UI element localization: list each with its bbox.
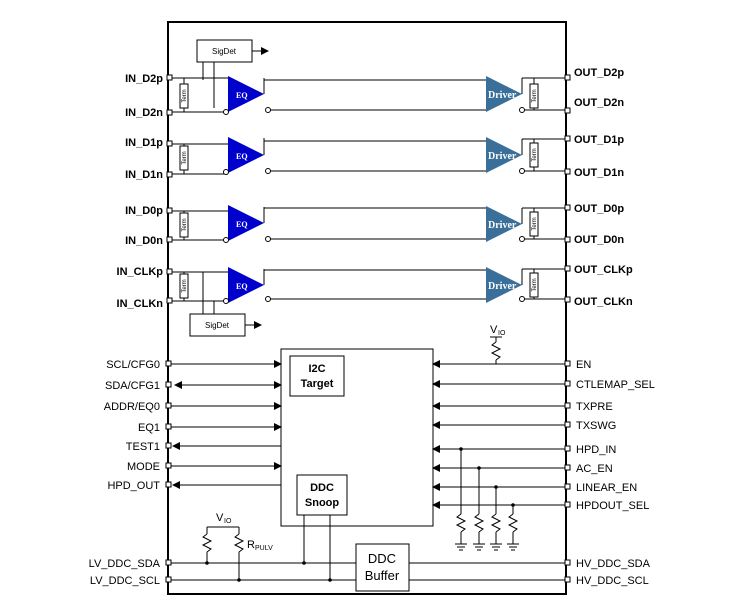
svg-text:Driver: Driver <box>488 281 517 292</box>
svg-text:Driver: Driver <box>488 90 517 101</box>
pin-in-d0n: IN_D0n <box>125 235 163 247</box>
svg-text:Driver: Driver <box>488 220 517 231</box>
svg-text:Term: Term <box>182 218 188 231</box>
ddc-buffer-label-1: DDC <box>368 551 396 566</box>
svg-text:V: V <box>490 324 498 336</box>
pin-out-clkn: OUT_CLKn <box>574 296 633 308</box>
pin-lv-ddc-scl: LV_DDC_SCL <box>90 575 160 587</box>
svg-text:EQ: EQ <box>236 220 248 229</box>
snoop-label-2: Snoop <box>305 497 339 509</box>
eq-amplifier-d1 <box>228 137 264 173</box>
lane-d2: Term EQ Driver Term <box>166 74 571 116</box>
svg-text:Term: Term <box>532 148 538 161</box>
svg-text:EQ: EQ <box>236 282 248 291</box>
sigdet-label-top: SigDet <box>212 47 237 56</box>
svg-text:IO: IO <box>224 518 232 525</box>
pin-eq1: EQ1 <box>138 422 160 434</box>
pin-out-d0p: OUT_D0p <box>574 203 624 215</box>
svg-text:Term: Term <box>532 278 538 291</box>
en-pullup-resistor: V IO <box>490 324 506 364</box>
lane-clk: Term EQ Driver Term <box>166 265 571 304</box>
eq-amplifier-d2 <box>228 76 264 112</box>
left-control-pins <box>165 360 282 489</box>
svg-text:Driver: Driver <box>488 151 517 162</box>
pin-addr-eq0: ADDR/EQ0 <box>104 401 160 413</box>
pin-in-clkp: IN_CLKp <box>117 266 164 278</box>
target-label: Target <box>301 378 334 390</box>
lane-d1: Term EQ Driver Term <box>166 135 571 178</box>
ddc-snoop-block <box>296 474 348 516</box>
pin-hpd-in: HPD_IN <box>576 444 616 456</box>
pin-ctlemap-sel: CTLEMAP_SEL <box>576 379 655 391</box>
eq-amplifier-d0 <box>228 205 264 241</box>
ddc-pullup-network: V IO R PULV <box>201 512 273 582</box>
pin-in-d0p: IN_D0p <box>125 205 163 217</box>
pin-out-d2p: OUT_D2p <box>574 67 624 79</box>
ddc-buffer-block <box>355 543 410 592</box>
pin-hv-ddc-scl: HV_DDC_SCL <box>576 575 649 587</box>
svg-text:R: R <box>247 539 255 551</box>
svg-text:Term: Term <box>532 217 538 230</box>
svg-text:IO: IO <box>498 330 506 337</box>
pin-hpd-out: HPD_OUT <box>107 480 160 492</box>
pin-out-d2n: OUT_D2n <box>574 97 624 109</box>
pin-linear-en: LINEAR_EN <box>576 482 637 494</box>
pin-in-d2p: IN_D2p <box>125 73 163 85</box>
driver-amplifier-d0 <box>486 206 522 242</box>
eq-amplifier-clk <box>228 267 264 303</box>
driver-amplifier-d2 <box>486 76 522 112</box>
pin-out-d0n: OUT_D0n <box>574 234 624 246</box>
pin-in-clkn: IN_CLKn <box>117 298 164 310</box>
svg-text:Term: Term <box>532 89 538 102</box>
i2c-target-block <box>289 355 345 397</box>
svg-text:EQ: EQ <box>236 152 248 161</box>
svg-text:Term: Term <box>182 89 188 102</box>
snoop-label-1: DDC <box>310 482 334 494</box>
pin-hpdout-sel: HPDOUT_SEL <box>576 500 649 512</box>
pin-out-d1n: OUT_D1n <box>574 167 624 179</box>
pulldown-resistors <box>455 447 519 551</box>
pin-en: EN <box>576 359 591 371</box>
right-control-pins <box>432 360 571 509</box>
pin-in-d1n: IN_D1n <box>125 169 163 181</box>
pin-mode: MODE <box>127 461 160 473</box>
svg-text:Term: Term <box>182 279 188 292</box>
device-outline <box>167 21 567 595</box>
ddc-buffer-label-2: Buffer <box>365 568 400 583</box>
pin-out-clkp: OUT_CLKp <box>574 264 633 276</box>
lane-d0: Term EQ Driver Term <box>166 204 571 243</box>
pin-hv-ddc-sda: HV_DDC_SDA <box>576 558 651 570</box>
pin-test1: TEST1 <box>126 441 160 453</box>
svg-text:V: V <box>216 512 224 524</box>
pin-sda-cfg1: SDA/CFG1 <box>105 380 160 392</box>
pin-in-d1p: IN_D1p <box>125 137 163 149</box>
driver-amplifier-clk <box>486 267 522 303</box>
ddc-lines <box>165 515 571 583</box>
svg-text:Term: Term <box>182 151 188 164</box>
pin-ac-en: AC_EN <box>576 463 613 475</box>
pin-lv-ddc-sda: LV_DDC_SDA <box>89 558 161 570</box>
pin-scl-cfg0: SCL/CFG0 <box>106 359 160 371</box>
svg-text:EQ: EQ <box>236 91 248 100</box>
pin-in-d2n: IN_D2n <box>125 107 163 119</box>
sigdet-label-bottom: SigDet <box>205 321 230 330</box>
pin-txpre: TXPRE <box>576 401 613 413</box>
driver-amplifier-d1 <box>486 137 522 173</box>
svg-text:PULV: PULV <box>255 545 273 552</box>
pin-out-d1p: OUT_D1p <box>574 134 624 146</box>
i2c-label: I2C <box>308 363 325 375</box>
pin-txswg: TXSWG <box>576 420 616 432</box>
